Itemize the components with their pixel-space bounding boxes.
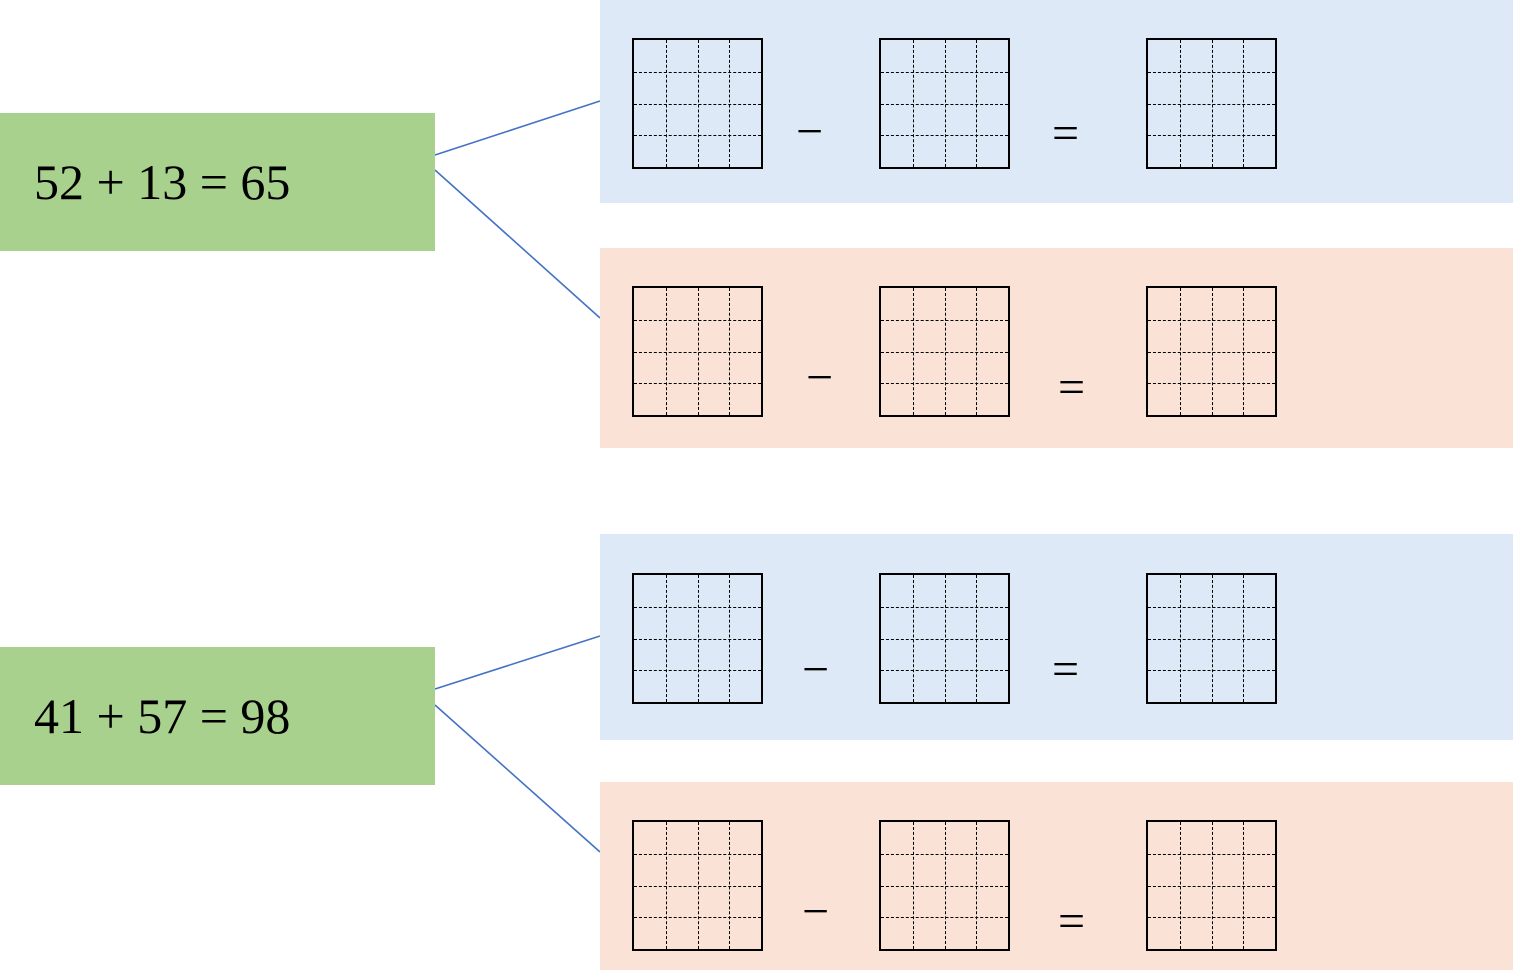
grid-line-horizontal	[634, 383, 761, 385]
answer-grid-subtrahend[interactable]	[879, 38, 1010, 169]
grid-line-vertical	[1243, 288, 1245, 415]
row-band-2-blue: − =	[600, 534, 1513, 740]
connector-line-1a	[434, 100, 601, 156]
equals-sign: =	[1052, 107, 1080, 160]
grid-line-vertical	[729, 575, 731, 702]
equals-sign: =	[1058, 895, 1086, 948]
minus-sign: −	[802, 643, 830, 696]
answer-grid-minuend[interactable]	[632, 573, 763, 704]
grid-line-horizontal	[1148, 351, 1275, 353]
grid-line-horizontal	[881, 135, 1008, 137]
grid-line-horizontal	[1148, 917, 1275, 919]
row-band-1-orange: − =	[600, 248, 1513, 448]
equals-sign: =	[1052, 643, 1080, 696]
grid-line-vertical	[729, 288, 731, 415]
grid-line-horizontal	[881, 103, 1008, 105]
grid-line-horizontal	[881, 885, 1008, 887]
minus-sign: −	[802, 885, 830, 938]
connector-line-1b	[434, 169, 601, 319]
grid-line-horizontal	[1148, 885, 1275, 887]
grid-line-horizontal	[634, 670, 761, 672]
grid-line-horizontal	[881, 638, 1008, 640]
answer-grid-minuend[interactable]	[632, 286, 763, 417]
grid-line-vertical	[1243, 575, 1245, 702]
answer-grid-difference[interactable]	[1146, 573, 1277, 704]
grid-line-horizontal	[881, 917, 1008, 919]
grid-line-vertical	[976, 822, 978, 949]
row-band-2-orange: − =	[600, 782, 1513, 970]
grid-line-vertical	[976, 575, 978, 702]
row-band-1-blue: − =	[600, 0, 1513, 203]
answer-grid-subtrahend[interactable]	[879, 286, 1010, 417]
grid-line-horizontal	[1148, 670, 1275, 672]
grid-line-vertical	[1243, 822, 1245, 949]
grid-line-horizontal	[1148, 135, 1275, 137]
grid-line-horizontal	[881, 670, 1008, 672]
grid-line-horizontal	[881, 383, 1008, 385]
grid-line-horizontal	[634, 135, 761, 137]
answer-grid-minuend[interactable]	[632, 820, 763, 951]
grid-line-horizontal	[634, 638, 761, 640]
grid-line-horizontal	[634, 351, 761, 353]
grid-line-horizontal	[881, 351, 1008, 353]
answer-grid-minuend[interactable]	[632, 38, 763, 169]
grid-line-horizontal	[1148, 383, 1275, 385]
grid-line-vertical	[976, 288, 978, 415]
connector-line-2a	[434, 635, 601, 690]
grid-line-vertical	[729, 822, 731, 949]
grid-line-horizontal	[634, 885, 761, 887]
answer-grid-subtrahend[interactable]	[879, 573, 1010, 704]
answer-grid-subtrahend[interactable]	[879, 820, 1010, 951]
grid-line-horizontal	[1148, 103, 1275, 105]
grid-line-horizontal	[634, 103, 761, 105]
grid-line-horizontal	[1148, 638, 1275, 640]
minus-sign: −	[796, 105, 824, 158]
equation-text: 41 + 57 = 98	[34, 688, 291, 744]
equation-box-2: 41 + 57 = 98	[0, 647, 435, 785]
equation-text: 52 + 13 = 65	[34, 154, 291, 210]
equals-sign: =	[1058, 361, 1086, 414]
answer-grid-difference[interactable]	[1146, 820, 1277, 951]
grid-line-vertical	[1243, 40, 1245, 167]
connector-line-2b	[434, 704, 601, 853]
answer-grid-difference[interactable]	[1146, 38, 1277, 169]
answer-grid-difference[interactable]	[1146, 286, 1277, 417]
grid-line-vertical	[976, 40, 978, 167]
equation-box-1: 52 + 13 = 65	[0, 113, 435, 251]
minus-sign: −	[806, 351, 834, 404]
grid-line-vertical	[729, 40, 731, 167]
grid-line-horizontal	[634, 917, 761, 919]
